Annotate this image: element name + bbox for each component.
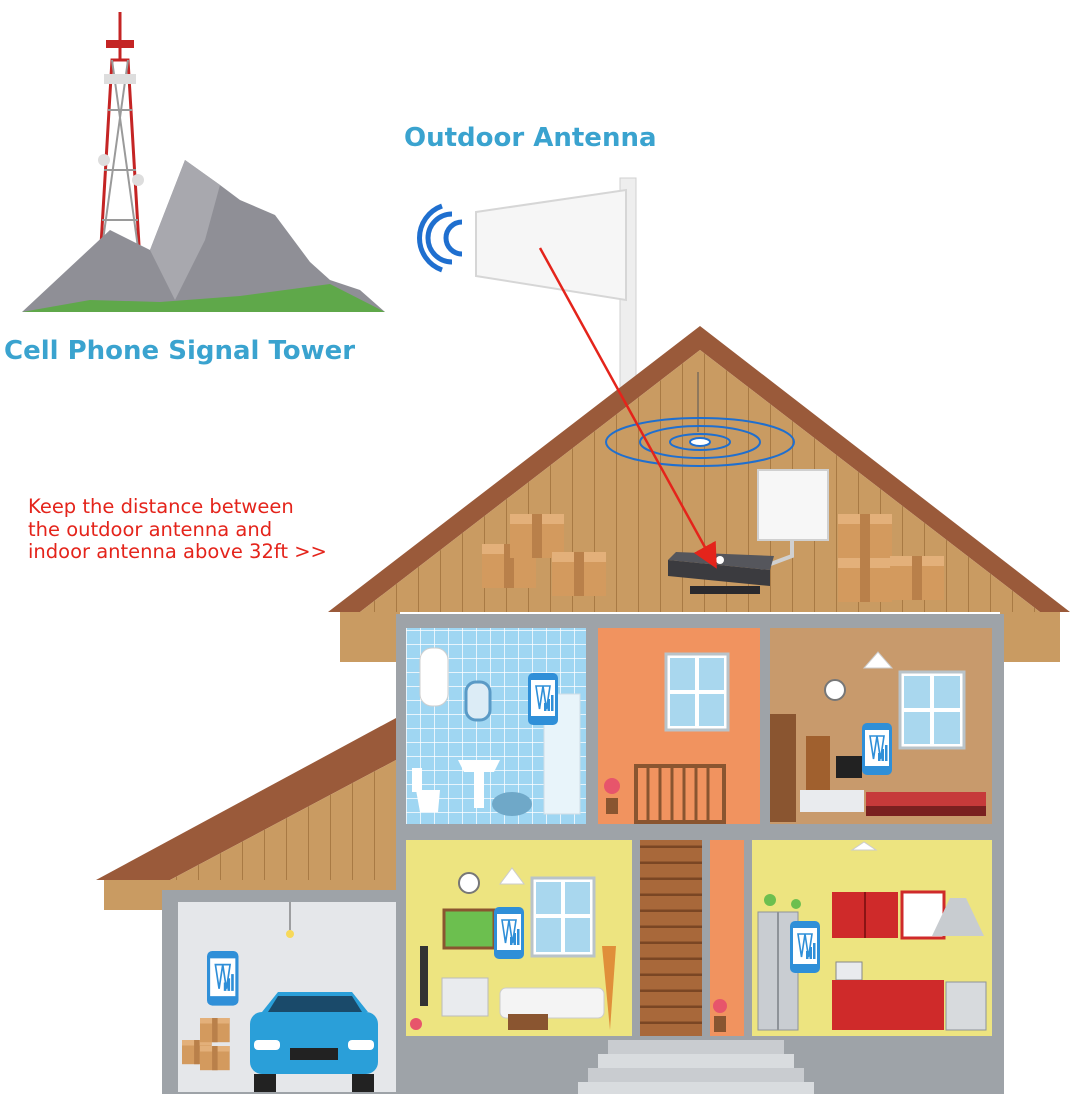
car-icon xyxy=(250,992,378,1092)
roof xyxy=(328,326,1070,662)
indoor-ceiling-antenna-icon xyxy=(605,372,795,467)
signal-arrow xyxy=(538,247,717,569)
bedroom xyxy=(770,628,992,824)
kitchen xyxy=(752,840,992,1036)
stair-room xyxy=(598,628,760,824)
smartphone-signal-icon xyxy=(527,672,559,726)
outdoor-antenna-icon xyxy=(475,177,637,389)
distance-note-line: Keep the distance between xyxy=(28,495,294,518)
smartphone-signal-icon xyxy=(206,950,240,1007)
distance-note-line: indoor antenna above 32ft >> xyxy=(28,540,327,563)
front-steps xyxy=(578,1040,814,1094)
smartphone-signal-icon xyxy=(861,722,893,776)
signal-waves-icon xyxy=(416,203,463,273)
indoor-antenna-icon xyxy=(757,469,829,570)
outdoor-antenna-label: Outdoor Antenna xyxy=(404,123,657,153)
smartphone-signal-icon xyxy=(789,920,821,974)
distance-note-line: the outdoor antenna and xyxy=(28,517,273,541)
bathroom xyxy=(406,628,586,824)
mountain-icon xyxy=(22,160,385,312)
smartphone-signal-icon xyxy=(493,906,525,960)
tower-label: Cell Phone Signal Tower xyxy=(4,336,356,366)
distance-note: Keep the distance between the outdoor an… xyxy=(28,495,327,564)
cell-tower-icon xyxy=(98,12,144,264)
staircase xyxy=(640,840,744,1036)
living-room xyxy=(406,840,632,1036)
